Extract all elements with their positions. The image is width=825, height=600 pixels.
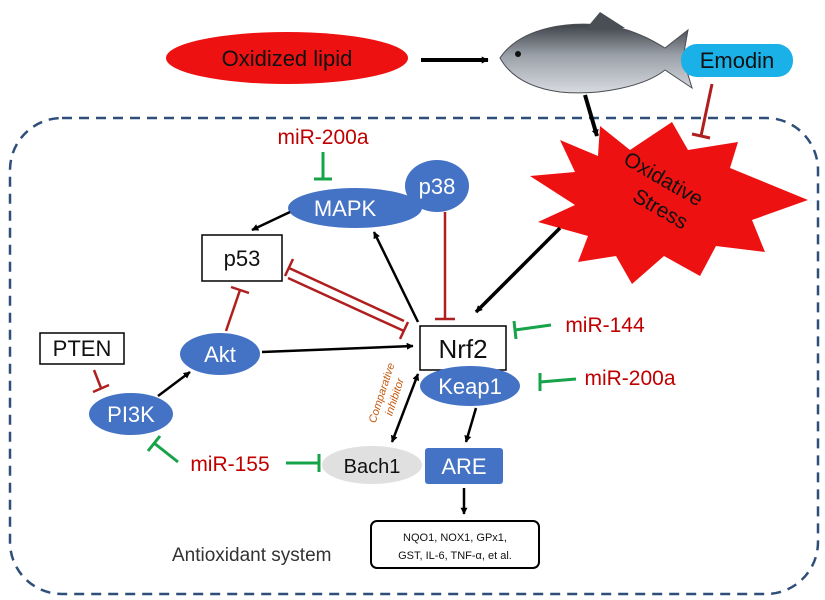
nrf2-node xyxy=(419,325,507,371)
pten-node xyxy=(39,332,125,365)
keap1-node xyxy=(420,366,520,406)
mir144-label: miR-144 xyxy=(565,314,645,337)
emodin-node xyxy=(681,44,793,77)
akt-label: Akt xyxy=(204,342,236,367)
inhibit-pten-pi3k-bar xyxy=(92,383,110,394)
are-node xyxy=(425,448,503,484)
keap1-label: Keap1 xyxy=(438,374,502,399)
antioxidant-system-label: Antioxidant system xyxy=(172,545,331,566)
arrow-bach1-nrf2-bidirectional xyxy=(390,373,420,443)
bach1-node xyxy=(322,446,422,484)
arrow-keap1-to-are xyxy=(464,407,478,443)
inhibit-mir144-nrf2-bar xyxy=(512,320,518,340)
arrow-stress-to-nrf2 xyxy=(474,226,562,314)
inhibit-mir200a-keap1 xyxy=(539,377,577,384)
pi3k-node xyxy=(89,393,173,435)
p53-label: p53 xyxy=(224,246,261,271)
fish-image xyxy=(499,12,693,94)
arrow-nrf2-to-mapk xyxy=(372,231,420,323)
oxidized-lipid-node xyxy=(166,32,408,84)
akt-node xyxy=(180,333,260,375)
p53-node xyxy=(201,234,283,282)
antioxidant-genes-line1: NQO1, NOX1, GPx1, xyxy=(403,532,507,544)
mir155-label: miR-155 xyxy=(190,453,269,476)
inhibit-p53-nrf2-bar xyxy=(398,321,410,340)
inhibit-emodin-stress xyxy=(699,83,714,137)
p38-label: p38 xyxy=(419,174,456,199)
pten-label: PTEN xyxy=(53,336,112,361)
pi3k-label: PI3K xyxy=(107,402,155,427)
oxidative-stress-burst xyxy=(530,122,808,284)
inhibit-mir155-pi3k xyxy=(153,441,179,464)
arrow-fish-to-stress xyxy=(583,94,599,137)
p38-node xyxy=(405,160,469,212)
mir200a-right-label: miR-200a xyxy=(584,367,675,390)
emodin-label: Emodin xyxy=(700,48,775,73)
oxidized-lipid-label: Oxidized lipid xyxy=(222,46,353,71)
mapk-label: MAPK xyxy=(314,196,377,221)
arrow-mapk-to-p53 xyxy=(251,210,291,232)
antioxidant-genes-box xyxy=(370,520,540,569)
arrow-akt-to-nrf2 xyxy=(261,342,414,354)
inhibit-akt-p53-bar xyxy=(230,285,250,295)
inhibit-mir144-nrf2 xyxy=(514,323,552,332)
mir200a-top-label: miR-200a xyxy=(277,126,368,149)
inhibit-p53-nrf2 xyxy=(287,276,405,333)
inhibit-mir155-pi3k-bar xyxy=(146,435,162,452)
nrf2-label: Nrf2 xyxy=(438,334,487,364)
mapk-node xyxy=(288,188,422,228)
inhibit-pten-pi3k xyxy=(92,369,103,389)
arrow-pi3k-to-akt xyxy=(157,371,191,397)
are-label: ARE xyxy=(441,454,486,479)
inhibit-emodin-stress-bar xyxy=(691,132,711,140)
cell-boundary xyxy=(8,116,820,596)
inhibit-nrf2-p53-bar xyxy=(283,258,295,277)
inhibit-akt-p53 xyxy=(224,289,242,332)
inhibit-nrf2-p53 xyxy=(288,266,405,323)
antioxidant-genes-line2: GST, IL-6, TNF-α, et al. xyxy=(398,550,512,562)
bach1-label: Bach1 xyxy=(344,456,401,478)
